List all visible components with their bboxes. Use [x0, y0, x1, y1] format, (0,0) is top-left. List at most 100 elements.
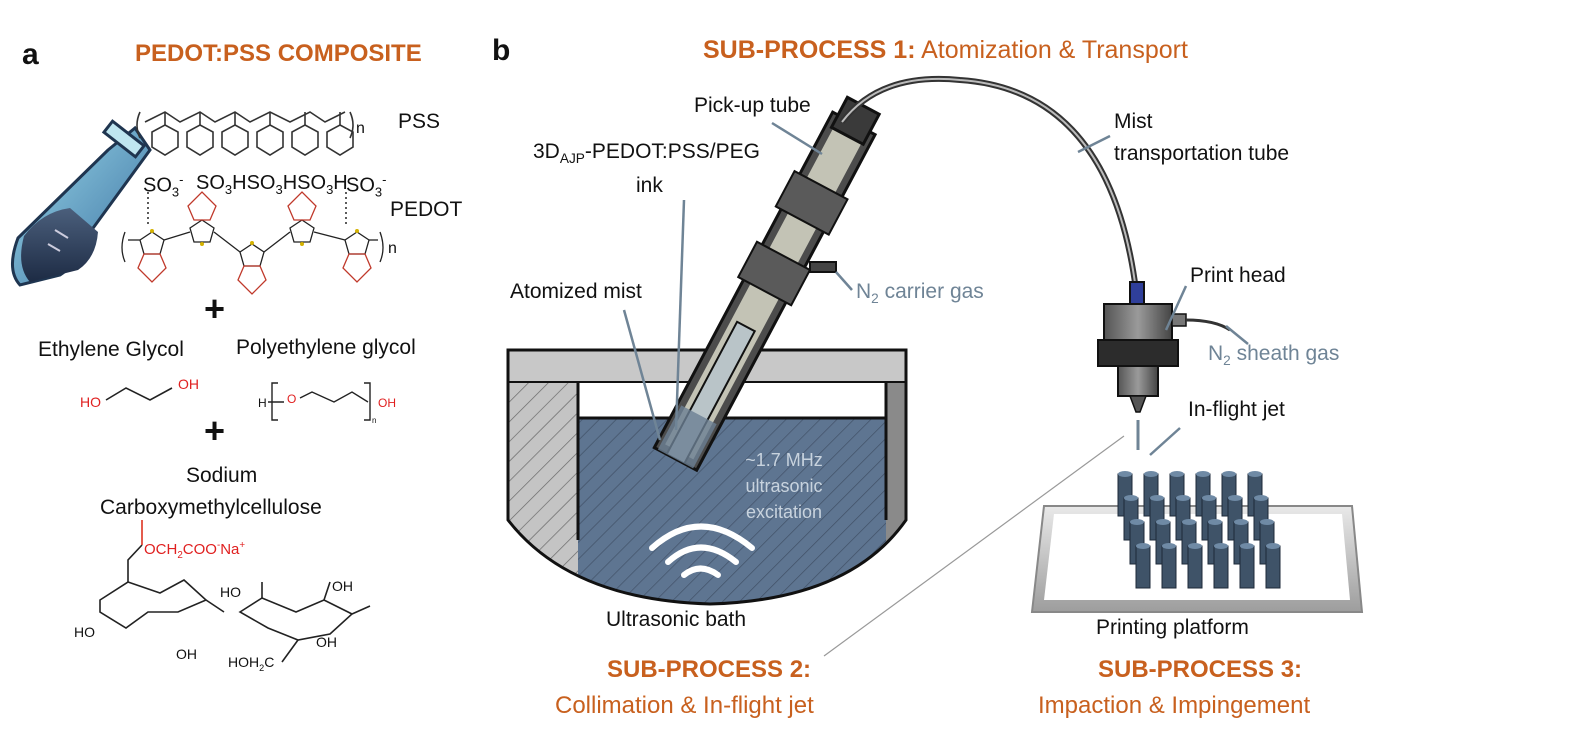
printed-pillar [1135, 545, 1151, 589]
printed-pillar-top [1254, 495, 1268, 501]
sub-process-1-title: SUB-PROCESS 1: Atomization & Transport [703, 36, 1188, 65]
so3-right: SO3- [346, 172, 387, 200]
printed-pillar [1161, 545, 1177, 589]
cmc-oh-4: OH [332, 578, 353, 594]
printed-pillar-top [1260, 519, 1274, 525]
printed-pillar-top [1228, 495, 1242, 501]
printed-pillar [1239, 545, 1255, 589]
sub-process-2-bold: SUB-PROCESS 2: [607, 656, 812, 683]
peg-h-label: H [258, 396, 267, 410]
panel-a-letter: a [22, 38, 39, 71]
plus-sign-1: + [204, 288, 226, 329]
polyethylene-glycol-label: Polyethylene glycol [236, 336, 416, 359]
panel-b-letter: b [492, 34, 511, 67]
ethylene-glycol-label: Ethylene Glycol [38, 338, 184, 361]
sub-process-2-connector [823, 435, 1125, 657]
plus-sign-2: + [204, 410, 226, 451]
printed-pillar-top [1234, 519, 1248, 525]
sub-process-2-text: Collimation & In-flight jet [555, 692, 814, 719]
printed-pillar-top [1182, 519, 1196, 525]
printed-pillar-top [1130, 519, 1144, 525]
mist-tube-label-1: Mist [1114, 110, 1153, 133]
ultrasonic-bath-label: Ultrasonic bath [606, 608, 747, 631]
sheath-gas-leader [1225, 325, 1249, 345]
print-head [1097, 281, 1231, 413]
peg-n-subscript: n [372, 416, 377, 425]
ethylene-glycol-structure [105, 387, 173, 401]
printed-pillar-top [1208, 519, 1222, 525]
printed-pillar-top [1176, 495, 1190, 501]
cmc-oh-2: OH [176, 646, 197, 662]
panel-a-title: PEDOT:PSS COMPOSITE [135, 40, 422, 67]
pedot-structure [121, 191, 384, 295]
printed-pillar [1213, 545, 1229, 589]
so3-left: SO3- [143, 172, 184, 200]
printed-pillar-top [1214, 543, 1228, 549]
cmc-oh-5: OH [316, 634, 337, 650]
ink-label-line2: ink [636, 174, 663, 197]
printed-pillar-top [1118, 471, 1132, 477]
printed-pillar-top [1162, 543, 1176, 549]
carrier-gas-leader [835, 271, 853, 291]
atomized-mist-leader [622, 309, 662, 441]
printed-pillar-top [1202, 495, 1216, 501]
eg-ho-label: HO [80, 394, 101, 410]
pickup-tube-assembly [652, 95, 882, 473]
ultrasonic-freq-2: ultrasonic [745, 476, 823, 496]
printed-pillar-top [1196, 471, 1210, 477]
peg-o-label: O [287, 392, 297, 406]
printed-pillar-top [1188, 543, 1202, 549]
ink-leader [674, 199, 686, 431]
print-head-label: Print head [1190, 264, 1286, 287]
cmc-hoh2c: HOH2C [228, 654, 275, 673]
cmc-ho-1: HO [74, 624, 95, 640]
mist-transport-tube [839, 75, 1139, 291]
inflight-jet-label: In-flight jet [1188, 398, 1285, 421]
pss-n-subscript: n [356, 120, 365, 137]
printed-pillar-top [1222, 471, 1236, 477]
cmc-structure [99, 520, 371, 663]
ink-label-line1: 3DAJP-PEDOT:PSS/PEG [533, 140, 760, 167]
ultrasonic-waves-icon [649, 523, 755, 578]
sub-process-1-text: Atomization & Transport [921, 36, 1188, 64]
printed-pillar [1265, 545, 1281, 589]
print-head-leader [1164, 285, 1188, 331]
pedot-label: PEDOT [390, 198, 463, 221]
mist-tube-label-2: transportation tube [1114, 142, 1290, 165]
pickup-tube-label: Pick-up tube [694, 94, 811, 117]
sub-process-1-bold: SUB-PROCESS 1: [703, 36, 916, 64]
printed-pillar-top [1144, 471, 1158, 477]
pickup-tube-leader [771, 121, 823, 156]
flask-illustration [11, 119, 152, 287]
inflight-jet-leader [1149, 427, 1181, 456]
eg-oh-label: OH [178, 376, 199, 392]
sub-process-3-bold: SUB-PROCESS 3: [1098, 656, 1303, 683]
pedot-n-subscript: n [388, 240, 397, 257]
printing-platform-label: Printing platform [1096, 616, 1249, 639]
printed-pillars [1117, 471, 1281, 589]
printed-pillar-top [1156, 519, 1170, 525]
mist-tube-leader [1077, 134, 1111, 154]
pss-label: PSS [398, 110, 441, 133]
printed-pillar-top [1248, 471, 1262, 477]
atomized-mist-label: Atomized mist [510, 280, 642, 303]
cmc-label: Carboxymethylcellulose [100, 496, 322, 519]
printed-pillar-top [1124, 495, 1138, 501]
printed-pillar [1187, 545, 1203, 589]
printed-pillar-top [1266, 543, 1280, 549]
peg-oh-label: OH [378, 396, 396, 410]
ultrasonic-freq-3: excitation [745, 502, 823, 522]
pss-structure [136, 111, 354, 225]
sodium-label: Sodium [186, 464, 258, 487]
n2-sheath-gas-label: N2 sheath gas [1208, 342, 1340, 369]
so3h-group: SO3HSO3HSO3H [196, 172, 348, 197]
carrier-gas-fitting [809, 261, 837, 273]
ultrasonic-freq-1: ~1.7 MHz [745, 450, 823, 470]
cmc-carboxymethyl-group: OCH2COO-Na+ [144, 540, 246, 561]
printed-pillar-top [1150, 495, 1164, 501]
n2-carrier-gas-label: N2 carrier gas [856, 280, 984, 307]
printed-pillar-top [1240, 543, 1254, 549]
peg-structure [268, 382, 371, 421]
cmc-ho-3: HO [220, 584, 241, 600]
printed-pillar-top [1170, 471, 1184, 477]
